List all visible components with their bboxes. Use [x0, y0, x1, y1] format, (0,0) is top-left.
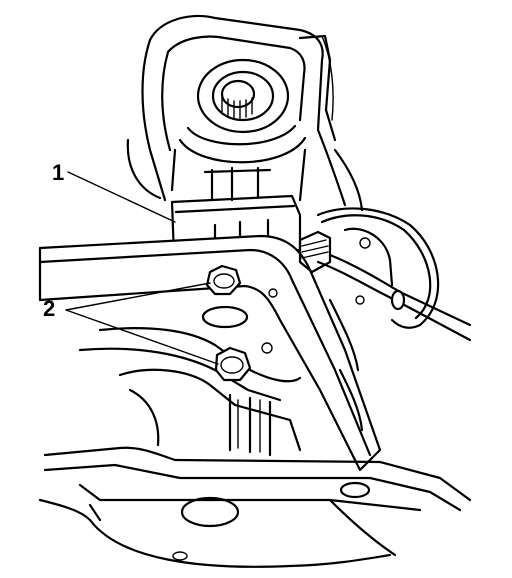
mount-bolts: [205, 264, 252, 382]
output-shaft: [170, 58, 307, 202]
bolt-lower: [214, 346, 252, 382]
transmission-housing: [126, 14, 364, 212]
callout-1: 1: [52, 160, 176, 223]
lower-housing: [118, 298, 364, 457]
callout-2: 2: [43, 282, 219, 365]
sensor-and-hose: [298, 207, 472, 342]
callout-label-2: 2: [43, 296, 55, 321]
bolt-upper: [205, 264, 242, 296]
frame-rail: [38, 446, 472, 568]
callout-label-1: 1: [52, 160, 64, 185]
